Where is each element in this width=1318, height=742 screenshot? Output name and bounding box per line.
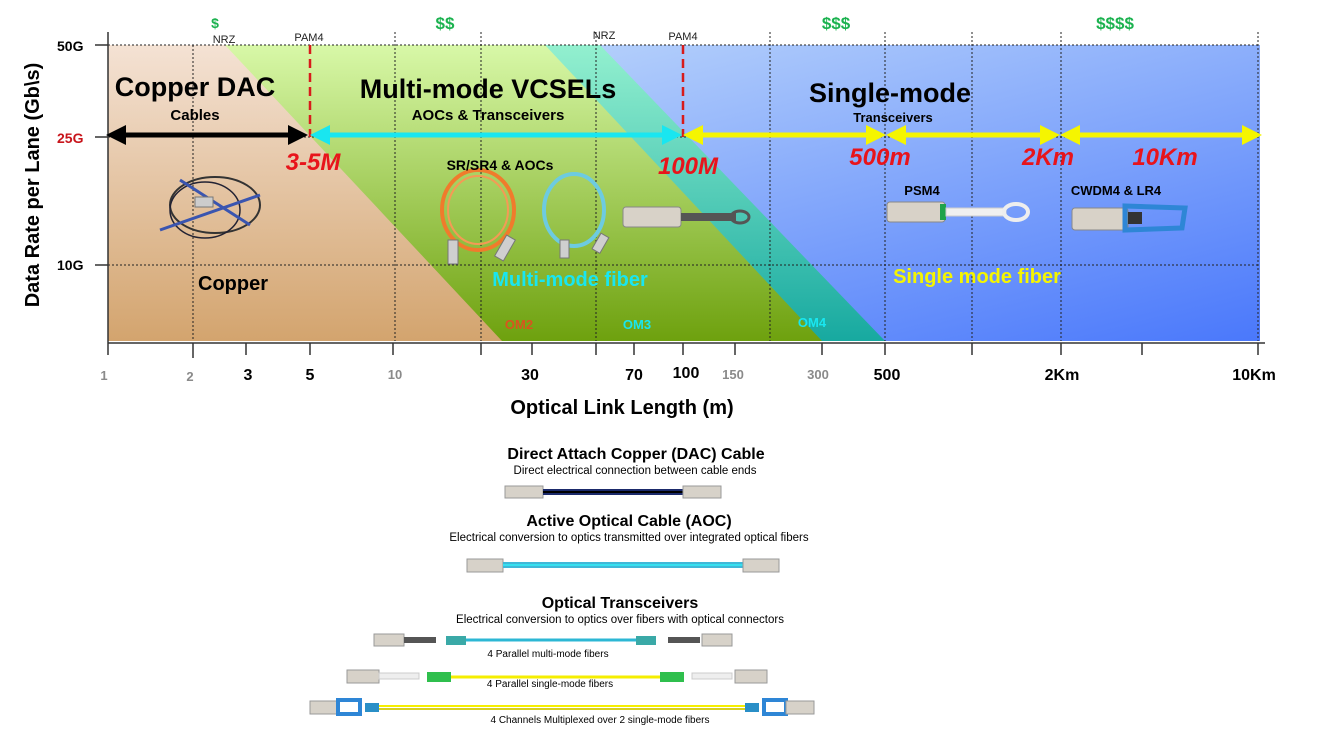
x-tick: 70 <box>625 367 643 384</box>
x-tick: 3 <box>243 367 253 384</box>
aqua-aoc-image <box>542 172 610 259</box>
modulation-nrz: NRZ <box>592 30 616 42</box>
aoc-cable-image <box>466 558 780 573</box>
axes <box>95 32 1265 358</box>
modulation-pam4: PAM4 <box>668 31 698 43</box>
cost-label-2: $$ <box>435 14 455 33</box>
parallel-sm-transceivers-image <box>346 669 768 684</box>
distance-3-5m: 3-5M <box>285 149 341 176</box>
aoc-title: Active Optical Cable (AOC) <box>526 513 732 530</box>
modulation-pam4: PAM4 <box>294 32 324 44</box>
y-tick-50g: 50G <box>57 38 84 54</box>
dac-title: Direct Attach Copper (DAC) Cable <box>507 446 765 463</box>
singlemode-title: Single-mode <box>808 78 972 108</box>
y-tick-10g: 10G <box>57 257 84 273</box>
orange-aoc-image <box>440 168 517 265</box>
y-axis-title: Data Rate per Lane (Gb\s) <box>22 62 44 308</box>
copper-region <box>108 45 502 341</box>
transceiver-row-caption: 4 Parallel single-mode fibers <box>486 679 614 690</box>
sr4-transceiver-image <box>622 206 751 228</box>
cwdm4-transceiver-image <box>1071 203 1188 233</box>
transceiver-row-caption: 4 Channels Multiplexed over 2 single-mod… <box>490 715 710 726</box>
x-tick: 2 <box>186 369 194 384</box>
om4-label: OM4 <box>797 315 827 330</box>
cwdm4-lr4-label: CWDM4 & LR4 <box>1070 183 1162 198</box>
psm4-transceiver-image <box>886 201 1030 223</box>
x-tick: 100 <box>672 365 700 382</box>
x-tick: 300 <box>807 367 829 382</box>
multimode-subtitle: AOCs & Transceivers <box>411 107 565 124</box>
transceivers-title: Optical Transceivers <box>541 595 699 612</box>
parallel-mm-transceivers-image <box>373 633 733 647</box>
cost-label-4: $$$$ <box>1096 14 1134 33</box>
dac-subtitle: Direct electrical connection between cab… <box>513 465 757 477</box>
aoc-subtitle: Electrical conversion to optics transmit… <box>449 532 809 544</box>
copper-dac-subtitle: Cables <box>170 107 220 124</box>
copper-dac-title: Copper DAC <box>114 72 276 102</box>
copper-medium-label: Copper <box>198 273 268 295</box>
x-tick: 500 <box>873 367 901 384</box>
transceivers-subtitle: Electrical conversion to optics over fib… <box>456 614 784 626</box>
x-tick: 30 <box>521 367 539 384</box>
dac-cable-image <box>504 485 722 499</box>
om2-label: OM2 <box>504 317 534 332</box>
x-tick: 10Km <box>1232 367 1276 384</box>
cwdm-transceivers-image <box>309 698 815 716</box>
om3-label: OM3 <box>622 317 652 332</box>
x-tick: 2Km <box>1044 367 1080 384</box>
y-tick-25g: 25G <box>57 130 84 146</box>
singlemode-fiber-label: Single mode fiber <box>893 266 1061 288</box>
distance-10km: 10Km <box>1132 144 1198 171</box>
distance-100m: 100M <box>657 153 719 180</box>
distance-2km: 2Km <box>1021 144 1075 171</box>
transceiver-row-caption: 4 Parallel multi-mode fibers <box>487 649 609 660</box>
distance-500m: 500m <box>849 144 911 171</box>
copper-dac-cable-image <box>159 176 261 239</box>
cost-label-3: $$$ <box>821 14 851 33</box>
cost-label-1: $ <box>211 15 219 31</box>
x-tick: 5 <box>305 367 315 384</box>
multimode-products: SR/SR4 & AOCs <box>446 157 554 173</box>
multimode-title: Multi-mode VCSELs <box>359 74 617 104</box>
pam4-limit-lines <box>308 45 685 137</box>
singlemode-subtitle: Transceivers <box>853 110 933 125</box>
x-tick: 150 <box>722 367 744 382</box>
multimode-fiber-label: Multi-mode fiber <box>492 269 648 291</box>
x-tick: 10 <box>387 367 403 382</box>
x-tick: 1 <box>100 368 108 383</box>
psm4-label: PSM4 <box>904 183 940 198</box>
modulation-nrz: NRZ <box>212 34 236 46</box>
x-axis-title: Optical Link Length (m) <box>510 397 734 419</box>
